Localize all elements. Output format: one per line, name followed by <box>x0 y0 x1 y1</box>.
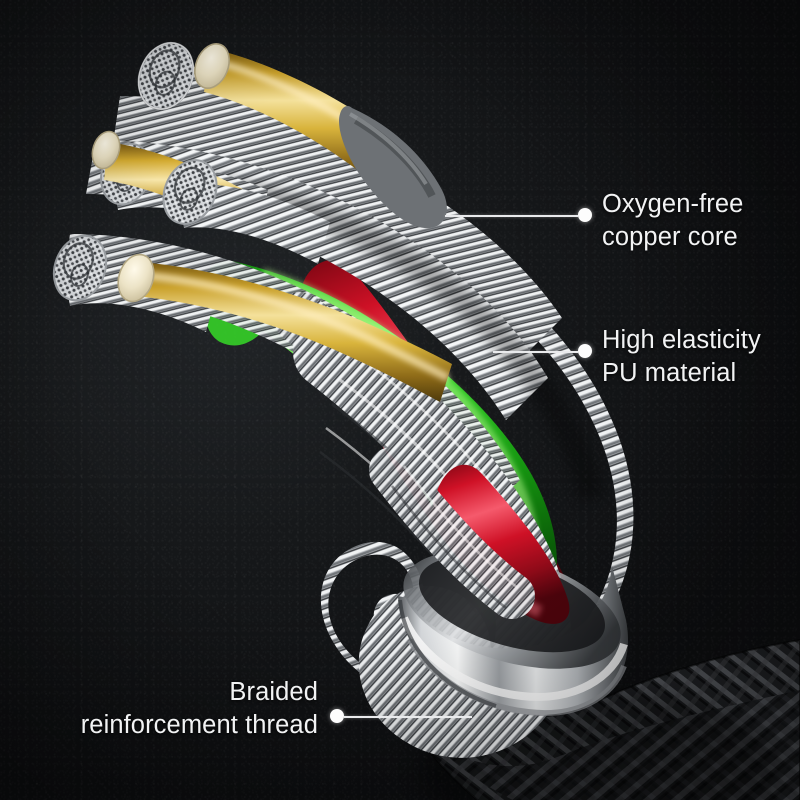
leader-dot-pu <box>578 344 592 358</box>
leader-line-braid <box>344 716 472 718</box>
leader-dot-braid <box>330 709 344 723</box>
callout-high-elasticity-pu-material: High elasticity PU material <box>602 326 761 387</box>
leader-line-pu <box>493 351 578 353</box>
callout-braided-reinforcement-thread: Braided reinforcement thread <box>80 678 318 739</box>
leader-line-copper <box>445 215 578 217</box>
callout-oxygen-free-copper-core: Oxygen-free copper core <box>602 190 744 251</box>
leader-dot-copper <box>578 208 592 222</box>
